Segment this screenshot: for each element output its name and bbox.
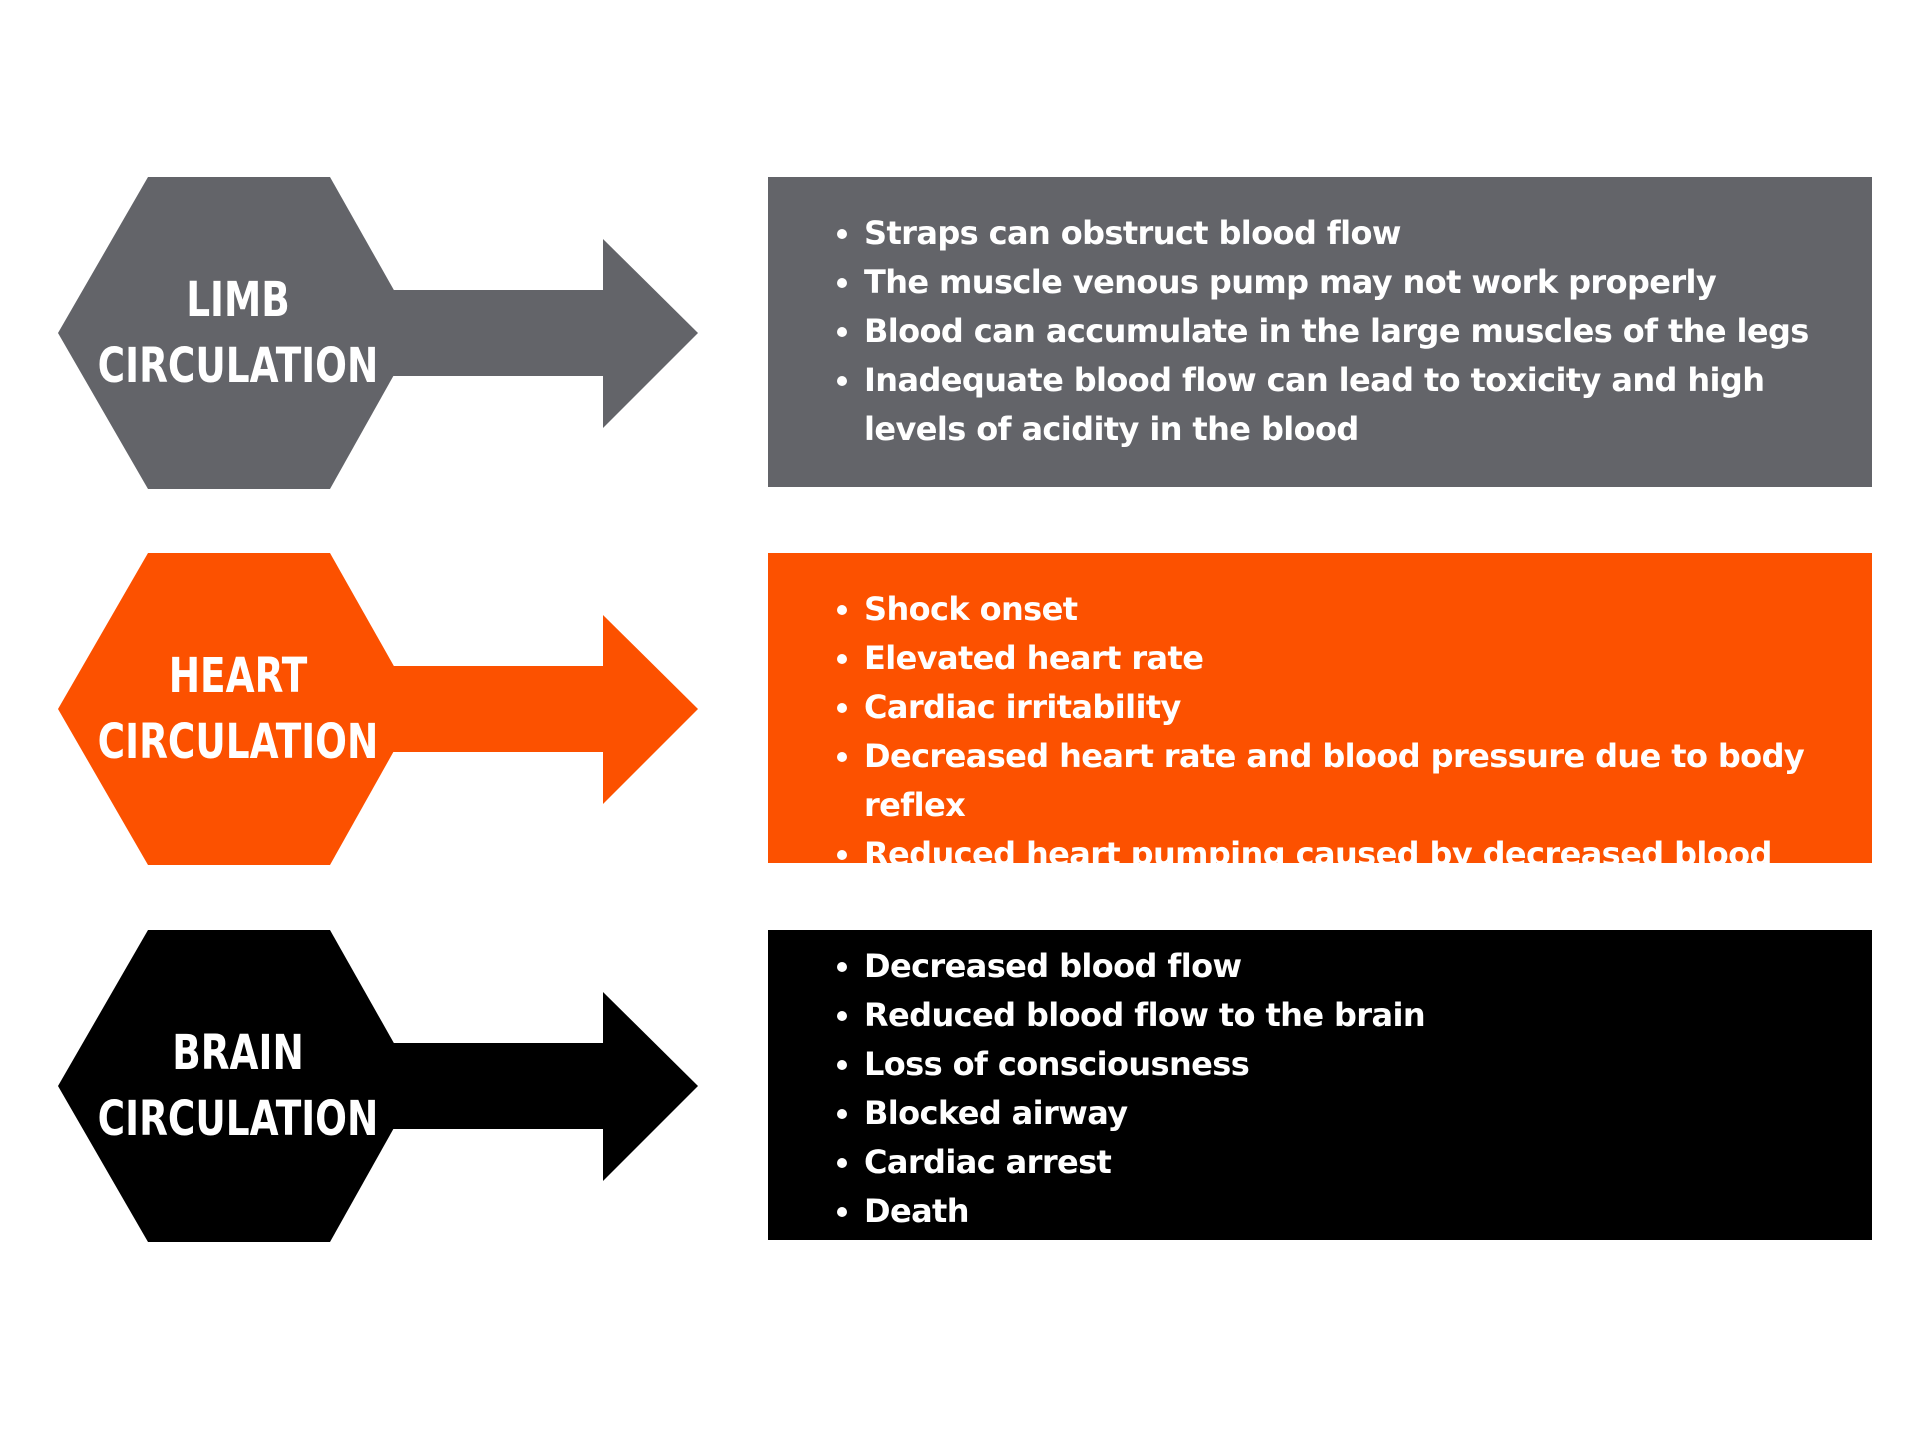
list-item: Blood can accumulate in the large muscle… bbox=[864, 307, 1852, 356]
heart-effects-list: Shock onset Elevated heart rate Cardiac … bbox=[828, 585, 1852, 928]
brain-arrow-head bbox=[603, 992, 698, 1181]
brain-arrow-shaft bbox=[380, 1043, 605, 1129]
limb-title-line1: LIMB bbox=[186, 271, 290, 328]
list-item: Straps can obstruct blood flow bbox=[864, 209, 1852, 258]
limb-title-line2: CIRCULATION bbox=[97, 337, 379, 394]
list-item: Reduced heart pumping caused by decrease… bbox=[864, 830, 1852, 928]
heart-arrow-shaft bbox=[380, 666, 605, 752]
list-item: Inadequate blood flow can lead to toxici… bbox=[864, 356, 1852, 454]
list-item: Reduced blood flow to the brain bbox=[864, 991, 1852, 1040]
brain-effects-list: Decreased blood flow Reduced blood flow … bbox=[828, 942, 1852, 1236]
list-item: The muscle venous pump may not work prop… bbox=[864, 258, 1852, 307]
brain-title-line2: CIRCULATION bbox=[97, 1090, 379, 1147]
heart-title: HEART CIRCULATION bbox=[98, 551, 379, 866]
heart-title-line2: CIRCULATION bbox=[97, 713, 379, 770]
limb-hexagon bbox=[58, 177, 404, 489]
heart-title-line1: HEART bbox=[168, 647, 308, 704]
list-item: Cardiac irritability bbox=[864, 683, 1852, 732]
heart-arrow-head bbox=[603, 615, 698, 804]
brain-title: BRAIN CIRCULATION bbox=[98, 928, 379, 1243]
list-item: Decreased heart rate and blood pressure … bbox=[864, 732, 1852, 830]
list-item: Cardiac arrest bbox=[864, 1138, 1852, 1187]
limb-arrow-shaft bbox=[380, 290, 605, 376]
brain-title-line1: BRAIN bbox=[172, 1024, 304, 1081]
limb-circulation-row: LIMB CIRCULATION Straps can obstruct blo… bbox=[0, 175, 1920, 490]
heart-hexagon bbox=[58, 553, 404, 865]
heart-hexagon-arrow bbox=[0, 551, 720, 866]
limb-arrow-head bbox=[603, 239, 698, 428]
limb-effects-panel: Straps can obstruct blood flow The muscl… bbox=[768, 177, 1872, 487]
brain-circulation-row: BRAIN CIRCULATION Decreased blood flow R… bbox=[0, 928, 1920, 1243]
list-item: Loss of consciousness bbox=[864, 1040, 1852, 1089]
list-item: Blocked airway bbox=[864, 1089, 1852, 1138]
heart-effects-panel: Shock onset Elevated heart rate Cardiac … bbox=[768, 553, 1872, 922]
limb-title: LIMB CIRCULATION bbox=[98, 175, 379, 490]
limb-hexagon-arrow bbox=[0, 175, 720, 490]
list-item: Shock onset bbox=[864, 585, 1852, 634]
list-item: Decreased blood flow bbox=[864, 942, 1852, 991]
brain-hexagon bbox=[58, 930, 404, 1242]
brain-effects-panel: Decreased blood flow Reduced blood flow … bbox=[768, 930, 1872, 1240]
heart-circulation-row: HEART CIRCULATION Shock onset Elevated h… bbox=[0, 551, 1920, 922]
limb-effects-list: Straps can obstruct blood flow The muscl… bbox=[828, 209, 1852, 454]
brain-hexagon-arrow bbox=[0, 928, 720, 1243]
list-item: Death bbox=[864, 1187, 1852, 1236]
list-item: Elevated heart rate bbox=[864, 634, 1852, 683]
